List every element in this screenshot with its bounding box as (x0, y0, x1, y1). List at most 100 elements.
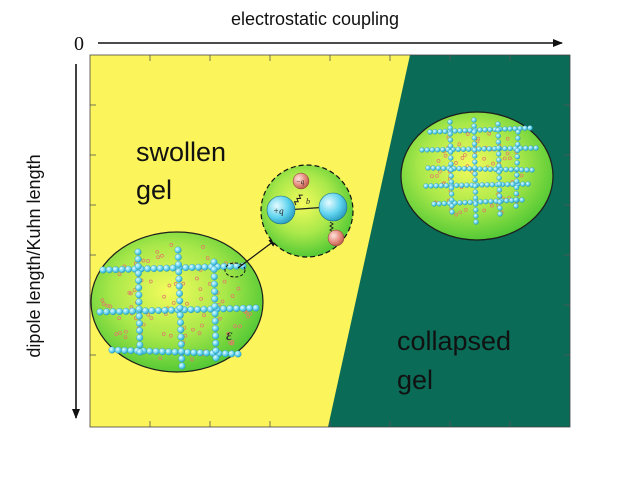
monomer-bead (436, 201, 442, 207)
monomer-bead (176, 290, 183, 297)
counter-ion (519, 173, 524, 178)
counter-ion (246, 314, 251, 319)
counter-ion (195, 276, 199, 281)
counter-ion (108, 304, 113, 309)
monomer-bead (434, 147, 441, 153)
monomer-bead (460, 146, 467, 152)
monomer-bead (496, 181, 502, 187)
monomer-bead (502, 126, 508, 132)
monomer-bead (496, 175, 502, 181)
monomer-bead (429, 147, 436, 153)
counter-ion (149, 316, 154, 320)
counter-ion (185, 301, 189, 306)
monomer-bead (472, 183, 478, 189)
counter-ion (117, 316, 121, 320)
counter-ion (201, 245, 205, 249)
monomer-bead (432, 129, 438, 135)
monomer-bead (495, 121, 501, 127)
bond-length-label: b (306, 197, 310, 206)
monomer-bead (522, 125, 528, 131)
monomer-bead (438, 183, 444, 189)
monomer-bead (448, 167, 454, 173)
counter-ion (465, 132, 470, 136)
counter-ion (118, 331, 122, 335)
monomer-bead (252, 304, 260, 312)
counter-ion (200, 323, 204, 328)
monomer-bead (134, 248, 142, 256)
monomer-bead (518, 167, 525, 173)
monomer-bead (477, 127, 483, 133)
monomer-bead (210, 273, 218, 281)
monomer-bead (513, 203, 519, 209)
monomer-bead (471, 147, 478, 153)
monomer-bead (464, 182, 470, 188)
counter-ion (161, 332, 166, 336)
monomer-bead (457, 200, 463, 206)
counter-ion (248, 312, 252, 316)
monomer-bead (465, 146, 472, 152)
monomer-bead (433, 183, 439, 189)
monomer-bead (114, 346, 122, 354)
monomer-bead (467, 199, 473, 206)
monomer-bead (121, 346, 129, 354)
monomer-bead (520, 181, 526, 187)
monomer-bead (171, 348, 179, 356)
counter-ion (156, 255, 160, 260)
monomer-bead (473, 219, 479, 225)
monomer-bead (177, 326, 185, 334)
monomer-bead (136, 334, 144, 342)
monomer-bead (488, 198, 494, 205)
counter-ion (191, 327, 195, 332)
monomer-bead (196, 349, 204, 357)
monomer-bead (447, 137, 454, 143)
monomer-bead (428, 183, 434, 189)
monomer-bead (449, 203, 455, 209)
monomer-bead (190, 349, 198, 357)
swollen-gel-sphere: ε (90, 231, 264, 373)
counter-ion (171, 301, 176, 305)
monomer-bead (515, 141, 521, 147)
collapsed-label-line2: gel (397, 365, 433, 395)
monomer-bead (118, 266, 126, 273)
monomer-bead (144, 265, 151, 273)
monomer-bead (155, 307, 162, 314)
monomer-bead (176, 304, 184, 312)
monomer-bead (103, 308, 110, 316)
monomer-bead (134, 255, 142, 263)
monomer-bead (440, 146, 446, 153)
counter-ion (462, 153, 467, 157)
monomer-bead (430, 165, 436, 171)
counter-ion (490, 203, 494, 208)
monomer-bead (472, 195, 479, 201)
monomer-bead (527, 125, 533, 131)
monomer-bead (487, 166, 494, 172)
monomer-bead (495, 145, 502, 151)
monomer-bead (529, 167, 535, 173)
counter-ion (508, 156, 512, 161)
monomer-bead (515, 129, 521, 135)
counter-ion (124, 329, 128, 334)
monomer-bead (471, 129, 477, 135)
minus-ion (292, 172, 310, 190)
monomer-bead (462, 127, 468, 134)
monomer-bead (522, 145, 529, 151)
monomer-bead (471, 141, 478, 147)
monomer-bead (496, 157, 502, 163)
monomer-bead (473, 213, 479, 219)
monomer-bead (443, 182, 450, 189)
counter-ion (114, 332, 119, 336)
monomer-bead (496, 187, 503, 193)
monomer-bead (472, 201, 479, 207)
monomer-bead (514, 154, 520, 160)
monomer-bead (431, 201, 437, 207)
monomer-bead (452, 128, 458, 134)
monomer-bead (109, 308, 117, 316)
monomer-bead (496, 151, 502, 157)
monomer-bead (188, 264, 196, 271)
monomer-bead (234, 350, 242, 358)
collapsed-gel-sphere (400, 111, 554, 241)
monomer-bead (497, 211, 503, 217)
monomer-bead (481, 146, 487, 152)
monomer-bead (212, 347, 220, 355)
monomer-bead (425, 165, 431, 171)
